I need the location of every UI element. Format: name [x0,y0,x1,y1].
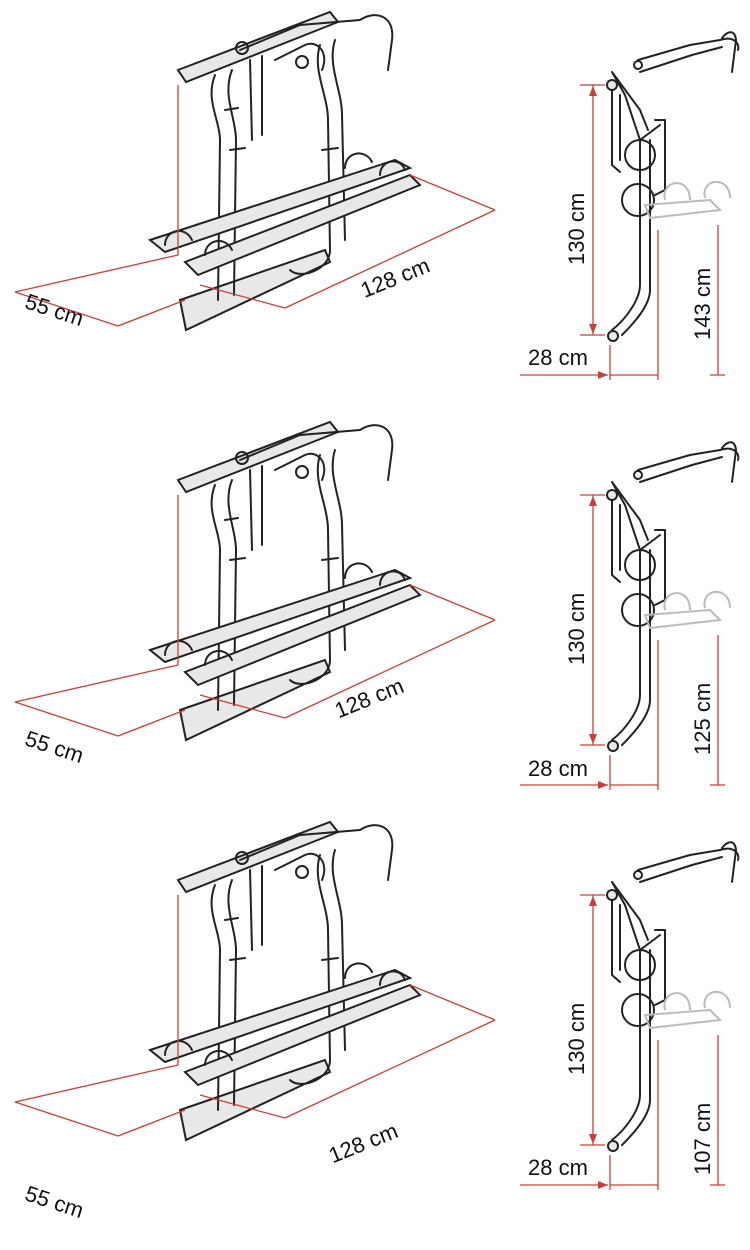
rack-height-label: 130 cm [564,1003,589,1075]
offset-label: 28 cm [528,1155,588,1180]
rack-perspective-drawing [149,821,421,1141]
rack-side-drawing [606,841,740,1152]
rail-height-label: 107 cm [690,1103,715,1175]
width-label: 128 cm [331,673,407,723]
rack-height-label: 130 cm [564,593,589,665]
width-label: 128 cm [357,253,433,303]
offset-label: 28 cm [528,756,588,781]
rack-height-label: 130 cm [564,193,589,265]
depth-label: 55 cm [22,1181,87,1223]
config-row-3: 55 cm 128 cm 130 cm 28 cm 107 cm [14,821,740,1223]
depth-label: 55 cm [22,289,87,331]
rack-side-drawing [606,441,740,752]
rail-height-label: 143 cm [690,268,715,340]
rail-height-label: 125 cm [690,683,715,755]
width-label: 128 cm [325,1118,401,1168]
offset-label: 28 cm [528,345,588,370]
rack-side-drawing [606,31,740,342]
depth-label: 55 cm [22,726,87,768]
config-row-1: 55 cm 128 cm 130 cm 28 cm 143 cm [14,11,740,381]
config-row-2: 55 cm 128 cm 130 cm 28 cm 125 cm [14,421,740,791]
